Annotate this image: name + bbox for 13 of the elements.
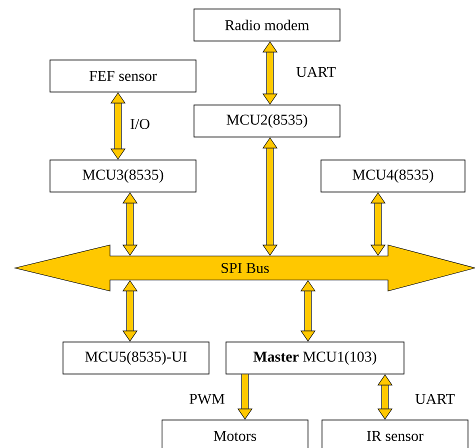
process-box: Radio modem [194, 8, 340, 42]
process-box: MCU3(8535) [50, 160, 196, 192]
edge-label: PWM [190, 394, 224, 404]
process-box: MCU4(8535) [320, 160, 466, 192]
process-box: Master MCU1(103) [226, 342, 404, 374]
edge-label: UART [415, 394, 455, 404]
process-box: MCU5(8535)-UI [62, 342, 210, 374]
process-box: FEF sensor [50, 60, 196, 92]
process-box: Motors [162, 420, 308, 448]
process-box: IR sensor [322, 420, 468, 448]
edge-label: I/O [130, 118, 150, 130]
edge-label: UART [296, 66, 336, 78]
process-box: MCU2(8535) [194, 104, 340, 138]
